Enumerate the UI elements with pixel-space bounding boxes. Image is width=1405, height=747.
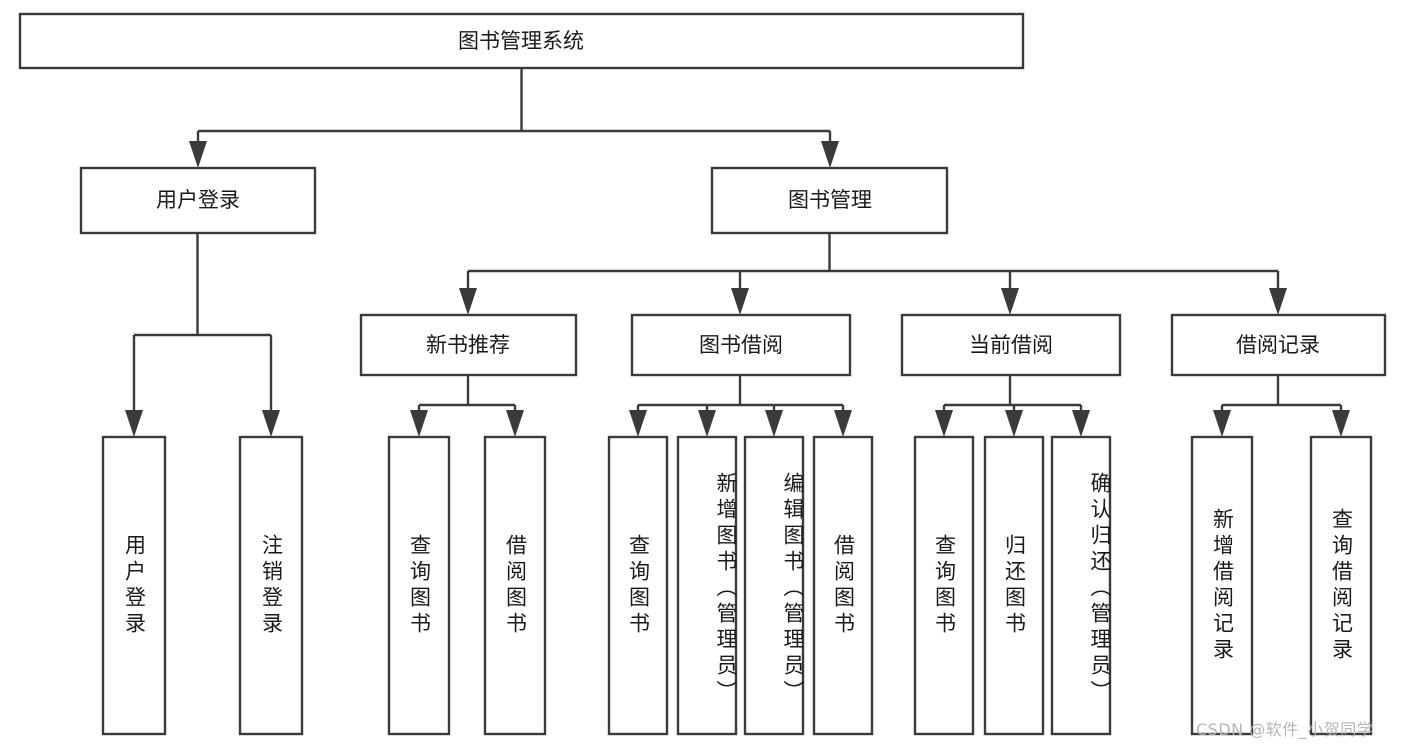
node-leaf-return-book[interactable]	[983, 435, 1045, 736]
node-leaf-user-login[interactable]	[101, 435, 167, 736]
arrow-head-leaf-query-book-current	[935, 410, 953, 437]
node-leaf-borrow-book[interactable]	[812, 435, 874, 736]
node-current-borrow-label: 当前借阅	[969, 333, 1053, 357]
arrow-head-leaf-edit-book	[765, 410, 783, 437]
node-borrow-record-label: 借阅记录	[1236, 333, 1320, 357]
csdn-watermark: CSDN @软件_小贺同学	[1196, 720, 1374, 739]
node-book-management-label: 图书管理	[788, 188, 872, 212]
arrow-head-book-borrow	[731, 288, 749, 315]
node-layer: 图书管理系统 用户登录 图书管理 新书推荐 图书借阅 当前借阅 借阅记录	[18, 12, 1387, 736]
node-leaf-borrow-book-recommend[interactable]	[483, 435, 547, 736]
arrow-head-leaf-confirm-return	[1072, 410, 1090, 437]
node-leaf-query-book-current[interactable]	[913, 435, 975, 736]
arrow-head-new-book-recommend	[459, 288, 477, 315]
node-root[interactable]	[18, 12, 1025, 70]
node-leaf-add-book[interactable]	[676, 435, 738, 736]
arrow-head-borrow-record	[1269, 288, 1287, 315]
arrow-head-current-borrow	[1001, 288, 1019, 315]
node-book-borrow[interactable]	[630, 313, 852, 377]
node-leaf-confirm-return[interactable]	[1050, 435, 1112, 736]
node-current-borrow[interactable]	[900, 313, 1122, 377]
arrow-head-leaf-borrow-book	[834, 410, 852, 437]
node-book-borrow-label: 图书借阅	[699, 333, 783, 357]
arrow-head-leaf-add-book	[698, 410, 716, 437]
arrow-head-leaf-borrow-book-recommend	[506, 410, 524, 437]
node-leaf-edit-book[interactable]	[743, 435, 805, 736]
node-new-book-recommend-label: 新书推荐	[426, 333, 510, 357]
node-user-login-label: 用户登录	[156, 188, 240, 212]
node-new-book-recommend[interactable]	[359, 313, 578, 377]
arrow-head-leaf-add-borrow-record	[1213, 410, 1231, 437]
node-root-label: 图书管理系统	[458, 29, 584, 53]
node-leaf-query-borrow-record[interactable]	[1309, 435, 1373, 736]
connector-layer	[125, 68, 1350, 437]
arrow-head-user-login	[189, 141, 207, 168]
node-leaf-add-borrow-record[interactable]	[1190, 435, 1254, 736]
node-leaf-query-book-borrow[interactable]	[607, 435, 669, 736]
node-leaf-query-book-recommend[interactable]	[387, 435, 451, 736]
node-user-login[interactable]	[79, 166, 317, 235]
arrow-head-leaf-user-login	[125, 410, 143, 437]
arrow-head-leaf-query-borrow-record	[1332, 410, 1350, 437]
arrow-head-leaf-logout	[262, 410, 280, 437]
arrow-head-book-management	[821, 141, 839, 168]
arrow-head-leaf-return-book	[1005, 410, 1023, 437]
node-leaf-logout[interactable]	[238, 435, 304, 736]
arrow-head-leaf-query-book-borrow	[629, 410, 647, 437]
arrow-head-leaf-query-book-recommend	[410, 410, 428, 437]
node-book-management[interactable]	[710, 166, 949, 235]
node-borrow-record[interactable]	[1170, 313, 1387, 377]
